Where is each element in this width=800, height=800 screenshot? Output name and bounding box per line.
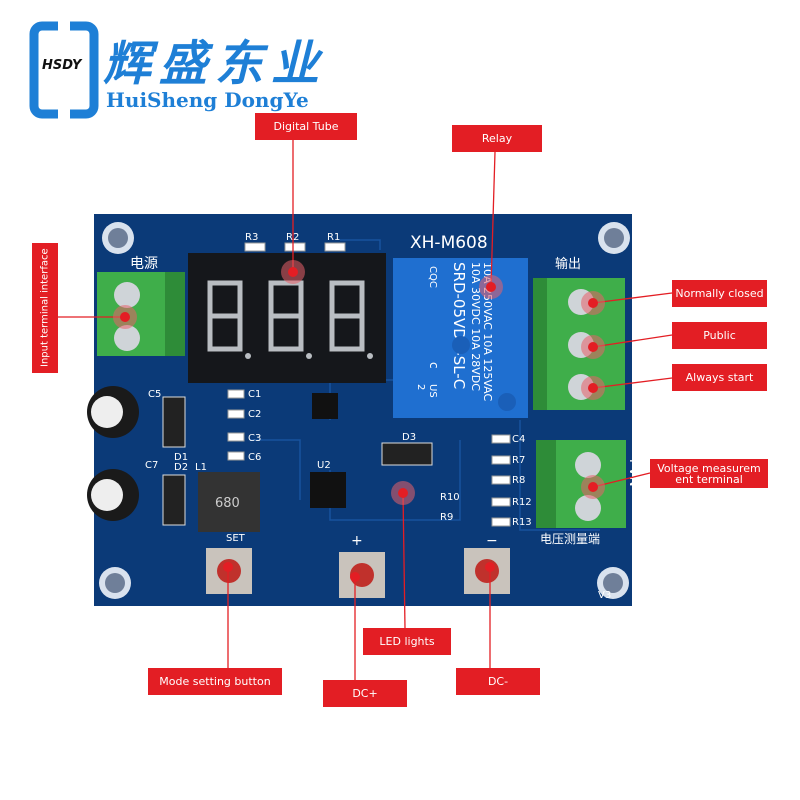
- label-r3: R3: [245, 232, 258, 243]
- logo-chinese-name: 辉盛东业: [103, 36, 328, 92]
- label-c3: C3: [248, 433, 261, 444]
- voltage-terminal: [536, 440, 626, 528]
- inductor-l1: [198, 472, 260, 532]
- input-terminal: [97, 272, 185, 356]
- vin-label: +VN-: [626, 455, 642, 492]
- label-c7: C7: [145, 460, 158, 471]
- relay-2-mark: 2: [415, 384, 426, 390]
- relay-us-mark: US: [427, 384, 438, 398]
- relay-model: SRD-05VDC-SL-C: [450, 262, 468, 389]
- label-c2: C2: [248, 409, 261, 420]
- label-c5: C5: [148, 389, 161, 400]
- button-minus: [464, 548, 510, 594]
- button-plus: [339, 552, 385, 598]
- callout-digital-tube: Digital Tube: [255, 113, 357, 140]
- label-l1: L1: [195, 462, 207, 473]
- mcu-chip: [312, 393, 338, 419]
- label-minus: −: [486, 533, 498, 549]
- callout-voltage-terminal: Voltage measurem ent terminal: [650, 459, 768, 488]
- logo-mark-icon: [29, 21, 99, 119]
- label-d3: D3: [402, 432, 416, 443]
- callout-input-terminal: Input terminal interface: [32, 243, 58, 373]
- callout-relay: Relay: [452, 125, 542, 152]
- callout-always-start: Always start: [672, 364, 767, 391]
- label-r8: R8: [512, 475, 525, 486]
- model-label: XH-M608: [410, 233, 488, 253]
- label-plus: +: [351, 533, 363, 549]
- relay-cqc-mark: CQC: [427, 266, 438, 288]
- mounting-holes: [99, 222, 630, 599]
- label-c4: C4: [512, 434, 525, 445]
- diode-d3: [381, 442, 433, 466]
- label-r1: R1: [327, 232, 340, 243]
- label-u2: U2: [317, 460, 331, 471]
- label-r12: R12: [512, 497, 532, 508]
- label-d2: D2: [174, 462, 188, 473]
- callout-dc-minus: DC-: [456, 668, 540, 695]
- label-d1: D1: [174, 452, 188, 463]
- logo-english-name: HuiSheng DongYe: [106, 88, 309, 112]
- callout-lines: [58, 140, 673, 680]
- label-v3: V3: [598, 590, 611, 601]
- relay-c-mark: c: [427, 362, 441, 369]
- label-set: SET: [226, 533, 246, 544]
- callout-public: Public: [672, 322, 767, 349]
- callout-led-lights: LED lights: [363, 628, 451, 655]
- inductor-marking: 680: [215, 496, 240, 511]
- power-label: 电源: [130, 256, 158, 272]
- label-c1: C1: [248, 389, 261, 400]
- label-r9: R9: [440, 512, 453, 523]
- output-label: 输出: [555, 256, 581, 272]
- callout-dots: [113, 260, 605, 582]
- label-r10: R10: [440, 492, 460, 503]
- callout-mode-button: Mode setting button: [148, 668, 282, 695]
- output-terminal: [533, 278, 625, 410]
- voltage-terminal-label: 电压测量端: [540, 532, 600, 546]
- logo-mark-text: HSDY: [40, 58, 84, 73]
- label-r7: R7: [512, 455, 525, 466]
- label-c6: C6: [248, 452, 261, 463]
- callout-normally-closed: Normally closed: [672, 280, 767, 307]
- callout-dc-plus: DC+: [323, 680, 407, 707]
- label-r13: R13: [512, 517, 532, 528]
- chip-u2: [310, 472, 346, 508]
- relay-rating-dc: 10A 30VDC 10A 28VDC: [469, 262, 482, 391]
